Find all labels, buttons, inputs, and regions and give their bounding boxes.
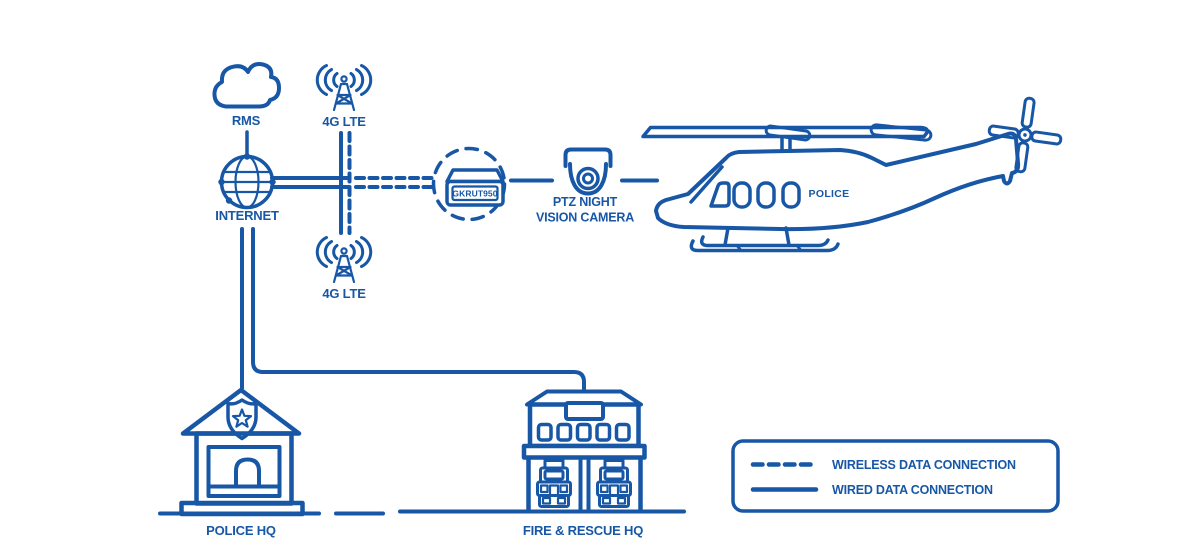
cabin-window xyxy=(756,181,776,209)
rms-node: RMS xyxy=(212,62,281,128)
legend-box xyxy=(731,439,1060,513)
globe-icon xyxy=(218,153,276,210)
cell-tower-icon xyxy=(315,236,373,284)
fire-hq-node: FIRE & RESCUE HQ xyxy=(398,389,686,538)
cabin-window xyxy=(781,181,801,209)
wireless-connection-junction-router xyxy=(354,176,434,189)
internet-label: INTERNET xyxy=(215,208,279,223)
cloud-icon xyxy=(212,62,281,109)
camera-label-line1: PTZ NIGHT xyxy=(553,195,618,209)
router-icon: GKRUT950 xyxy=(445,168,505,207)
fire-truck-icon xyxy=(536,459,572,508)
camera-node: PTZ NIGHT VISION CAMERA xyxy=(536,147,634,225)
fire-station-icon xyxy=(398,389,686,514)
rotor-mast xyxy=(780,135,792,152)
cabin-window xyxy=(732,181,752,209)
fuselage xyxy=(654,131,1021,232)
lte-top-label: 4G LTE xyxy=(322,114,366,129)
lte-bottom-label: 4G LTE xyxy=(322,286,366,301)
legend-wired-label: WIRED DATA CONNECTION xyxy=(832,483,993,497)
connection-lte-towers xyxy=(339,131,352,235)
helicopter-icon: POLICE xyxy=(641,96,1063,253)
tail-stabilizer xyxy=(869,123,933,142)
landing-skids xyxy=(689,226,840,253)
camera-label-line2: VISION CAMERA xyxy=(536,211,634,225)
router-node: GKRUT950 xyxy=(431,146,507,222)
rear-rotor-blade-stub xyxy=(764,124,812,142)
router-label: GKRUT950 xyxy=(452,189,497,199)
fire-truck-icon xyxy=(596,459,632,508)
police-hq-node: POLICE HQ xyxy=(158,387,321,538)
police-shield-icon xyxy=(226,398,258,441)
wired-connection-internet-junction xyxy=(270,176,350,189)
police-station-icon xyxy=(158,387,321,517)
ptz-camera-icon xyxy=(563,147,613,196)
lte-tower-bottom: 4G LTE xyxy=(315,236,373,301)
rms-label: RMS xyxy=(232,113,261,128)
legend-wireless-label: WIRELESS DATA CONNECTION xyxy=(832,458,1016,472)
windshield xyxy=(689,165,724,204)
tail-rotor xyxy=(987,96,1063,174)
helicopter-marking: POLICE xyxy=(809,188,850,200)
cabin-window xyxy=(709,181,731,208)
legend: WIRELESS DATA CONNECTION WIRED DATA CONN… xyxy=(731,439,1060,513)
lte-tower-top: 4G LTE xyxy=(315,64,373,129)
cell-tower-icon xyxy=(315,64,373,112)
internet-node: INTERNET xyxy=(215,153,279,223)
star-icon xyxy=(231,408,253,428)
wired-connection-internet-fire-hq xyxy=(251,227,586,392)
police-hq-label: POLICE HQ xyxy=(206,523,276,538)
fire-hq-label: FIRE & RESCUE HQ xyxy=(523,523,643,538)
